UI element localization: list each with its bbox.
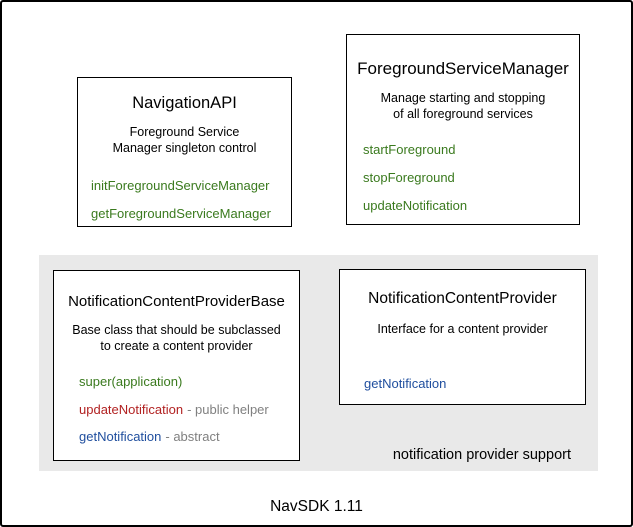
method-annotation: - public helper bbox=[187, 401, 269, 417]
method-list: super(application) updateNotification- p… bbox=[54, 374, 299, 444]
class-description: Interface for a content provider bbox=[340, 322, 585, 338]
method-annotation: - abstract bbox=[165, 429, 220, 444]
class-title-notification-content-provider-base: NotificationContentProviderBase bbox=[68, 293, 285, 310]
group-label-notification-provider-support: notification provider support bbox=[392, 447, 571, 463]
method-getnotification: getNotification bbox=[364, 375, 447, 391]
method-startforeground: startForeground bbox=[363, 142, 456, 157]
class-description: Manage starting and stopping of all fore… bbox=[347, 91, 579, 122]
class-box-navigation-api: NavigationAPI Foreground Service Manager… bbox=[77, 77, 292, 227]
description-line: Foreground Service bbox=[129, 125, 240, 139]
description-line: of all foreground services bbox=[393, 106, 533, 121]
method-list: getNotification bbox=[340, 376, 585, 391]
method-list: initForegroundServiceManager getForegrou… bbox=[78, 178, 291, 221]
description-line: Base class that should be subclassed bbox=[72, 323, 281, 337]
description-line: Manage starting and stopping bbox=[380, 91, 546, 105]
class-description: Foreground Service Manager singleton con… bbox=[78, 125, 291, 156]
description-line: to create a content provider bbox=[100, 338, 253, 353]
method-getnotification: getNotification- abstract bbox=[79, 429, 220, 444]
method-updatenotification: updateNotification bbox=[363, 198, 468, 213]
description-line: Manager singleton control bbox=[112, 140, 257, 155]
description-line: Interface for a content provider bbox=[377, 322, 548, 336]
method-getforegroundservicemanager: getForegroundServiceManager bbox=[91, 206, 271, 221]
method-list: startForeground stopForeground updateNot… bbox=[347, 142, 579, 213]
version-label: NavSDK 1.11 bbox=[270, 498, 363, 515]
method-super-application: super(application) bbox=[79, 374, 183, 389]
class-description: Base class that should be subclassed to … bbox=[54, 323, 299, 354]
class-box-foreground-service-manager: ForegroundServiceManager Manage starting… bbox=[346, 34, 580, 225]
class-box-notification-content-provider: NotificationContentProvider Interface fo… bbox=[339, 269, 586, 405]
class-title-foreground-service-manager: ForegroundServiceManager bbox=[357, 59, 569, 78]
class-box-notification-content-provider-base: NotificationContentProviderBase Base cla… bbox=[53, 270, 300, 461]
method-stopforeground: stopForeground bbox=[363, 170, 455, 185]
method-initforegroundservicemanager: initForegroundServiceManager bbox=[91, 178, 270, 193]
class-title-navigation-api: NavigationAPI bbox=[132, 94, 237, 112]
class-title-notification-content-provider: NotificationContentProvider bbox=[368, 290, 557, 307]
method-updatenotification: updateNotification- public helper bbox=[79, 401, 269, 417]
